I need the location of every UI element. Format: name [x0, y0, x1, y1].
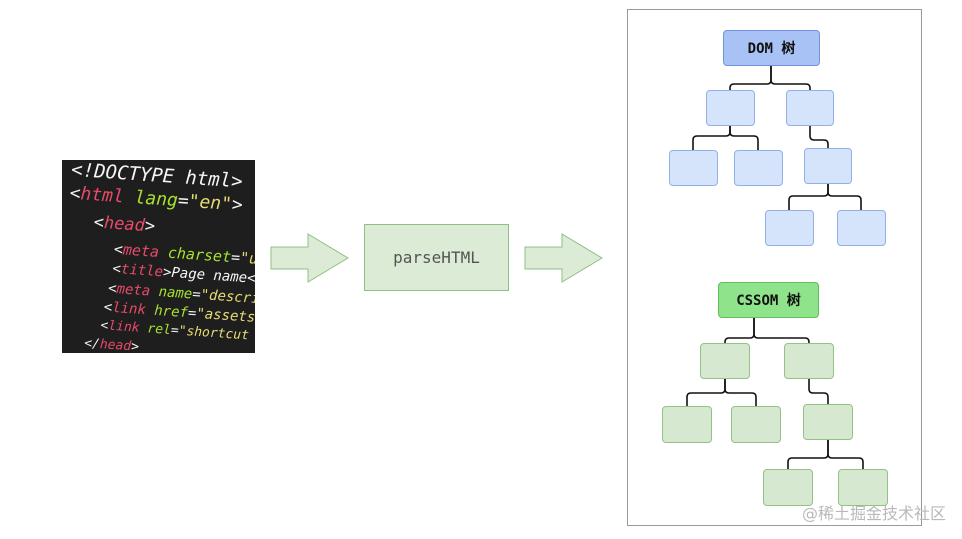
code-line: </head>	[84, 336, 140, 353]
parse-html-label: parseHTML	[393, 248, 480, 267]
code-token: head	[99, 337, 132, 353]
code-token: "shortcut	[178, 323, 250, 344]
code-token: "descri	[200, 287, 255, 308]
cssom-tree-node	[784, 343, 834, 379]
code-token: title	[120, 261, 164, 281]
code-token: >	[231, 193, 244, 216]
dom-tree-node	[734, 150, 783, 186]
code-token: link	[107, 318, 148, 337]
dom-tree-root-label: DOM 树	[747, 41, 796, 57]
code-lines: <!DOCTYPE html><html lang="en"><head><me…	[62, 160, 255, 353]
cssom-tree-node	[763, 469, 813, 506]
code-token: lang	[133, 187, 179, 212]
code-token: link	[111, 299, 155, 319]
cssom-tree-node	[700, 343, 750, 379]
dom-tree-node	[837, 210, 886, 246]
cssom-tree-node	[731, 406, 781, 443]
code-token: head	[103, 213, 146, 236]
cssom-tree-node	[662, 406, 712, 443]
code-token: html	[79, 183, 136, 209]
code-token: charset	[167, 243, 232, 267]
code-token: <!	[70, 160, 95, 183]
code-token: >	[144, 215, 156, 237]
tree-panel	[627, 9, 922, 526]
arrow-right-icon	[270, 233, 349, 283]
code-token: meta	[116, 281, 160, 301]
html-code-image: <!DOCTYPE html><html lang="en"><head><me…	[62, 160, 255, 353]
dom-tree-node	[669, 150, 718, 186]
code-token: "assets/	[195, 305, 255, 327]
dom-tree-node	[765, 210, 814, 246]
dom-tree-root: DOM 树	[723, 30, 820, 66]
watermark: @稀土掘金技术社区	[801, 504, 946, 523]
cssom-tree-node	[803, 404, 853, 440]
code-token: >	[130, 339, 140, 353]
arrow-right-icon	[524, 233, 603, 283]
cssom-tree-node	[838, 469, 888, 506]
cssom-tree-root-label: CSSOM 树	[736, 293, 801, 309]
dom-tree-node	[706, 90, 755, 126]
dom-tree-node	[804, 148, 852, 184]
code-token: html>	[184, 166, 244, 193]
cssom-tree-root: CSSOM 树	[718, 282, 819, 318]
code-token: rel	[146, 321, 172, 338]
code-token: meta	[122, 240, 169, 262]
code-token: name	[158, 284, 193, 303]
dom-tree-node	[786, 90, 834, 126]
code-token: href	[153, 302, 189, 322]
code-token: "en"	[187, 190, 233, 215]
code-token: "ut	[239, 248, 255, 269]
code-token: </	[83, 336, 101, 353]
code-line: <head>	[93, 212, 156, 236]
code-token: Page name</	[170, 264, 255, 288]
parse-html-box: parseHTML	[364, 224, 509, 291]
